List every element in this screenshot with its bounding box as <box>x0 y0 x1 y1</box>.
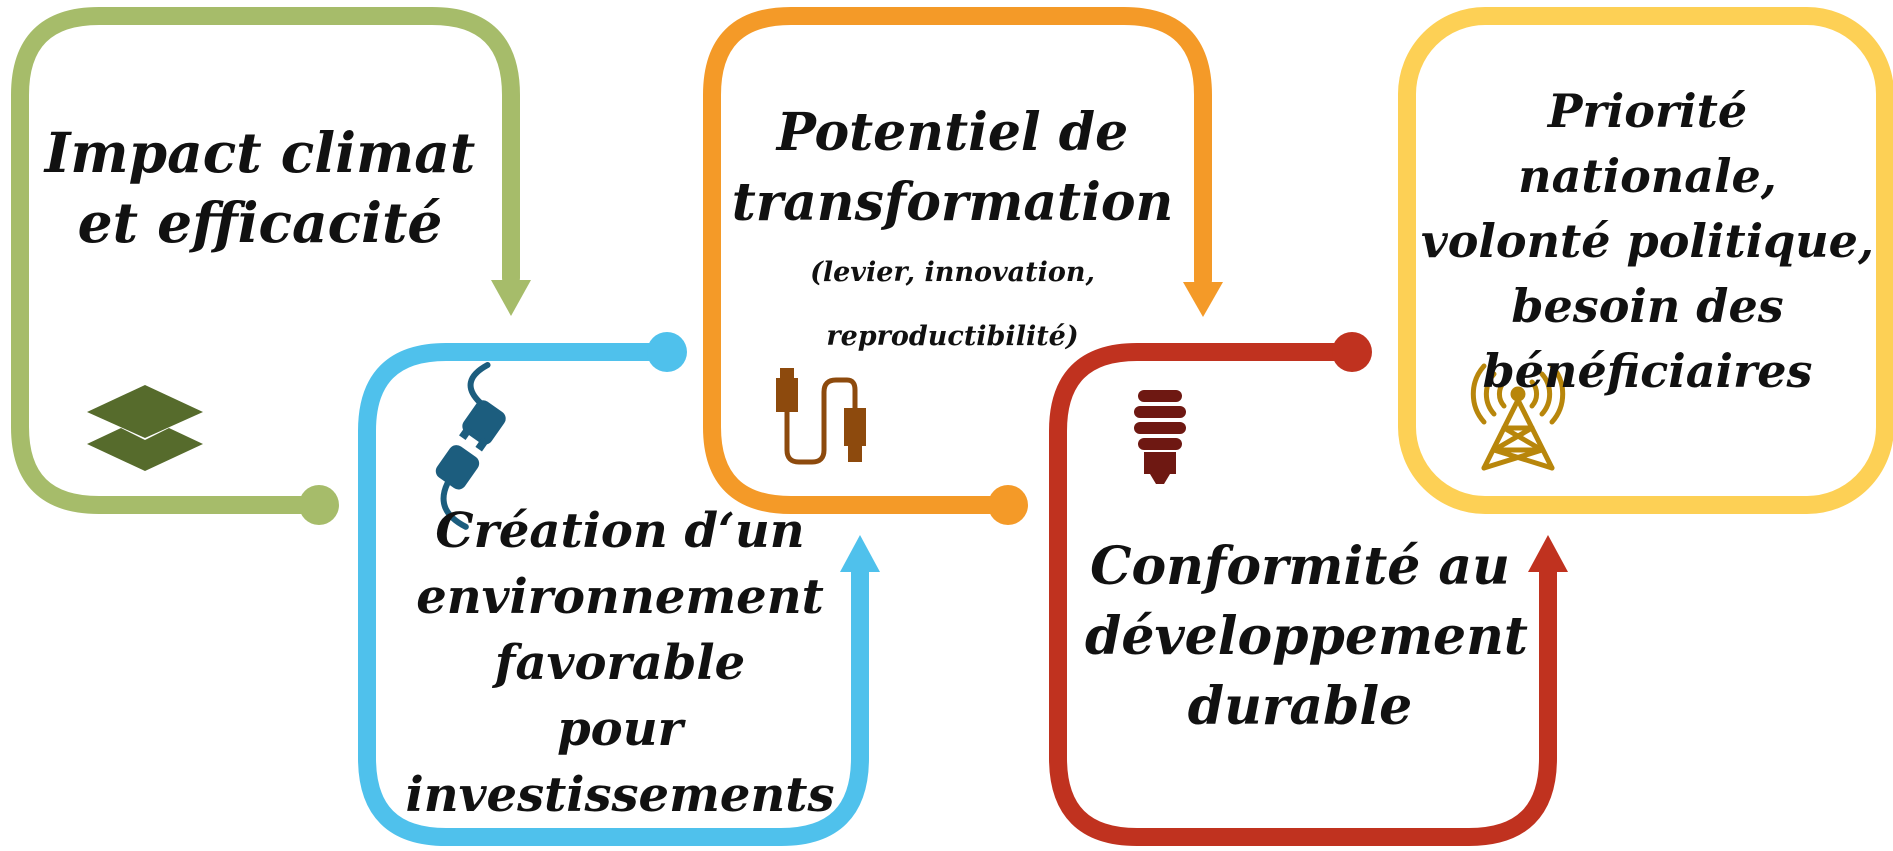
step-3-label: Potentiel de transformation <box>720 98 1185 238</box>
plug-icon <box>435 362 506 530</box>
step-1-end-dot <box>299 485 339 525</box>
step-2-label: Création d‘un environnement favorable po… <box>390 498 850 828</box>
step-4-line-3: durable <box>1187 676 1413 737</box>
step-2-line-3: favorable <box>494 635 746 691</box>
layers-icon <box>87 385 203 471</box>
step-4-label: Conformité au développement durable <box>1085 532 1528 742</box>
step-2-line-1: Création d‘un <box>435 503 805 559</box>
step-4-start-dot <box>1332 332 1372 372</box>
step-3-connector <box>703 7 1212 514</box>
step-2-connector <box>358 343 869 846</box>
step-5-line-1: Priorité nationale, <box>1518 84 1777 203</box>
step-3-sub-line-1: (levier, innovation, <box>810 257 1095 288</box>
step-2-line-4: pour <box>557 701 683 757</box>
step-2-line-2: environnement <box>416 569 824 625</box>
usb-cable-icon <box>776 368 866 465</box>
step-4-line-1: Conformité au <box>1090 536 1510 597</box>
step-4-connector <box>1049 343 1557 846</box>
step-3-line-1: Potentiel de <box>776 102 1129 163</box>
step-3-sub-line-2: reproductibilité) <box>826 321 1079 352</box>
step-5-box <box>1398 7 1893 514</box>
step-2-start-dot <box>647 332 687 372</box>
step-5-line-2: volonté politique, <box>1421 214 1874 268</box>
step-3-sublabel: (levier, innovation, reproductibilité) <box>760 241 1145 369</box>
step-3-end-dot <box>988 485 1028 525</box>
step-3-arrowhead <box>1183 282 1223 317</box>
step-5-line-3: besoin des <box>1511 279 1784 333</box>
step-3-line-2: transformation <box>731 172 1174 233</box>
step-5-label: Priorité nationale, volonté politique, b… <box>1415 79 1880 404</box>
step-1-line-2: et efficacité <box>77 190 443 255</box>
step-4-arrowhead <box>1528 535 1568 572</box>
step-2-line-5: investissements <box>405 767 835 823</box>
antenna-tower-icon <box>1470 363 1566 471</box>
step-4-line-2: développement <box>1085 606 1528 667</box>
step-2-arrowhead <box>840 535 880 572</box>
step-1-line-1: Impact climat <box>44 120 476 185</box>
step-1-connector <box>11 7 520 514</box>
lightbulb-icon <box>1134 390 1186 484</box>
step-5-line-4: bénéficiaires <box>1482 344 1813 398</box>
step-1-arrowhead <box>491 280 531 316</box>
step-1-label: Impact climat et efficacité <box>40 118 480 258</box>
